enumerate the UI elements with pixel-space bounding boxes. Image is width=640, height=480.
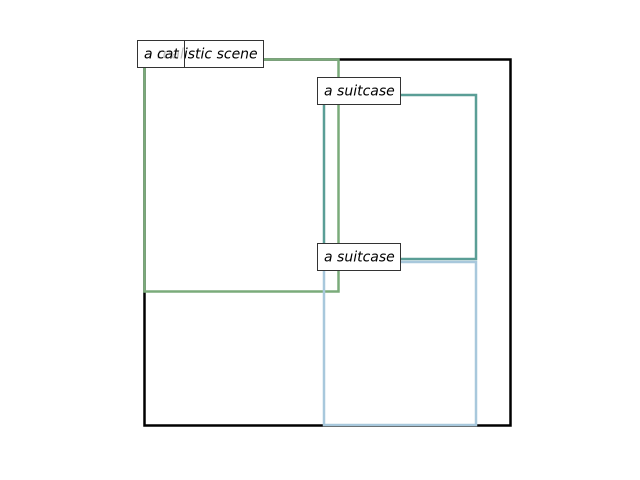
suitcase-bottom-box <box>322 260 478 427</box>
cat-box <box>143 58 340 293</box>
cat-label: a cat <box>137 40 185 68</box>
scene-box <box>143 58 512 427</box>
suitcase-top-label: a suitcase <box>317 77 401 105</box>
suitcase-bottom-label-text: a suitcase <box>324 250 395 266</box>
suitcase-bottom-label: a suitcase <box>317 243 401 271</box>
cat-label-text: a cat <box>144 47 179 63</box>
suitcase-top-label-text: a suitcase <box>324 84 395 100</box>
suitcase-top-box <box>322 93 478 261</box>
